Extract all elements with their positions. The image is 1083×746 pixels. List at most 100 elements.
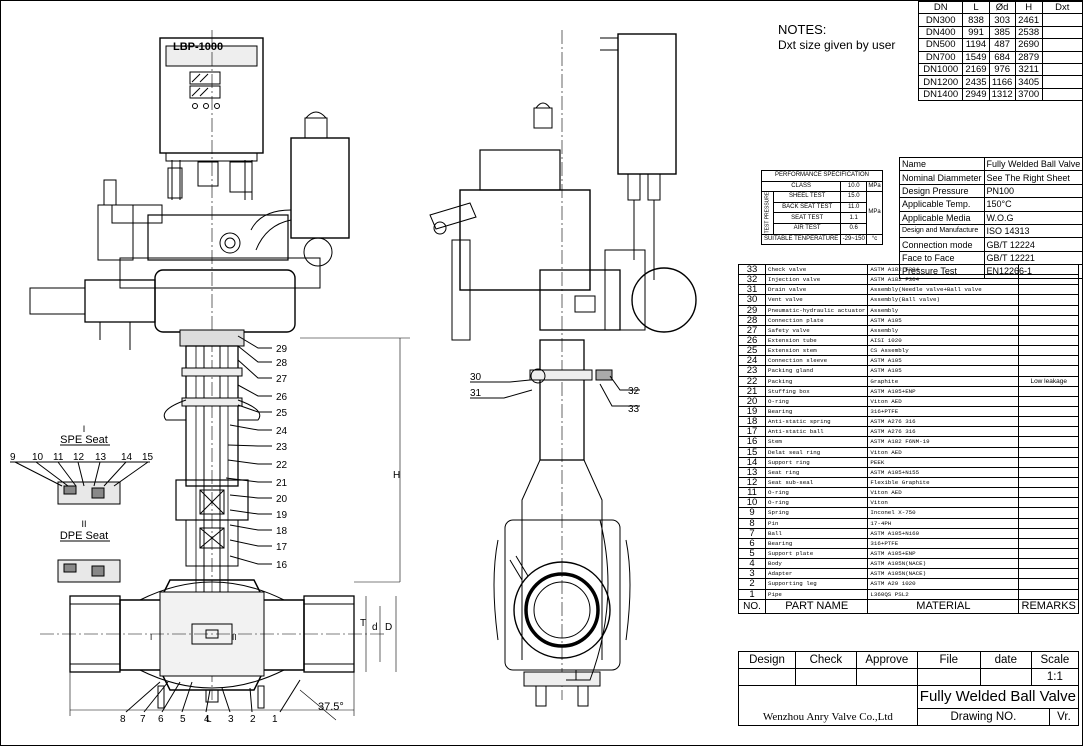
part-remarks [1018,578,1079,590]
part-material: PEEK [867,456,1020,468]
parts-header-no: NO. [738,598,766,614]
part-number: 19 [738,405,766,418]
l-header: L [962,0,990,15]
part-name: Anti-static spring [764,416,869,428]
dn-cell: DN1000 [917,62,964,77]
part-number: 28 [738,314,766,326]
part-number: 20 [738,395,766,407]
callout-21: 21 [276,478,288,489]
callout-12: 12 [73,452,85,463]
part-material: ASTM A105+ENP [867,385,1020,397]
callout-31: 31 [470,388,482,399]
dn-cell: 2879 [1014,50,1043,64]
class-label: CLASS [760,180,842,193]
part-remarks [1018,558,1079,570]
seat-detail-dpe [57,540,121,583]
dn-cell [1041,38,1083,52]
part-remarks [1018,385,1079,397]
part-material: ASTM A105+ENP [867,547,1020,560]
part-material: CS Assembly [867,345,1020,357]
part-name: Stem [764,436,869,448]
part-material: ASTM A182 F304 [867,263,1020,276]
parts-header-name: PART NAME [764,598,869,614]
part-number: 23 [738,365,766,377]
dn-cell: 2169 [962,62,990,77]
part-remarks [1018,426,1079,438]
callout-27: 27 [276,374,288,385]
part-number: 10 [738,497,766,509]
dn-cell: DN300 [917,13,964,27]
dn-cell: 2435 [962,75,990,89]
part-name: Adapter [764,568,869,580]
dn-cell: 991 [962,25,990,40]
part-material: Assembly(Ball valve) [867,294,1020,306]
seat-II-label: DPE Seat [60,530,108,542]
dn-cell: DN1200 [917,75,964,89]
part-remarks [1018,497,1079,509]
part-name: Seat sub-seal [764,476,869,489]
part-material: Viton [867,497,1020,509]
title-block: Design Check Approve File date Scale 1:1… [738,651,1080,726]
class-value: 10.0 [840,180,868,193]
part-name: Extension tube [764,334,869,347]
notes-heading: NOTES: [778,22,827,37]
spec-label: Face to Face [899,250,985,266]
callout-33: 33 [628,404,640,415]
part-number: 13 [738,466,766,478]
part-number: 7 [738,527,766,539]
callout-8: 8 [120,714,126,725]
part-name: Safety valve [764,324,869,336]
callout-22: 22 [276,460,288,471]
part-number: 5 [738,547,766,560]
callout-16: 16 [276,560,288,571]
callout-26: 26 [276,392,288,403]
date-cell: date [979,651,1032,669]
part-remarks [1018,345,1079,357]
part-name: Packing gland [764,365,869,377]
front-view [29,30,410,721]
part-remarks [1018,466,1079,478]
part-number: 24 [738,355,766,367]
part-material: ASTM A276 316 [867,426,1020,438]
temp-unit: °c [866,233,883,246]
dn-cell: 2461 [1014,13,1043,27]
part-remarks [1018,416,1079,428]
h-header: H [1014,0,1043,15]
part-number: 9 [738,507,766,519]
part-name: Bearing [764,537,869,549]
part-number: 32 [738,274,766,286]
part-name: Delat seal ring [764,446,869,458]
part-remarks: Low leakage [1018,375,1079,387]
part-number: 12 [738,476,766,489]
spec-value: See The Right Sheet [983,170,1083,185]
spec-value: ISO 14313 [983,223,1083,239]
design-cell: Design [738,651,796,669]
callout-9: 9 [10,452,16,463]
spec-label: Connection mode [899,237,985,252]
dn-cell: 3405 [1014,75,1043,89]
spec-label: Applicable Media [899,210,985,225]
callout-19: 19 [276,510,288,521]
dn-cell [1041,62,1083,77]
scale-cell: Scale [1030,651,1080,669]
part-material: L360QS PSL2 [867,588,1020,600]
part-number: 21 [738,385,766,397]
dn-cell: DN500 [917,38,964,52]
part-name: Support ring [764,456,869,468]
part-number: 22 [738,375,766,387]
part-number: 16 [738,436,766,448]
